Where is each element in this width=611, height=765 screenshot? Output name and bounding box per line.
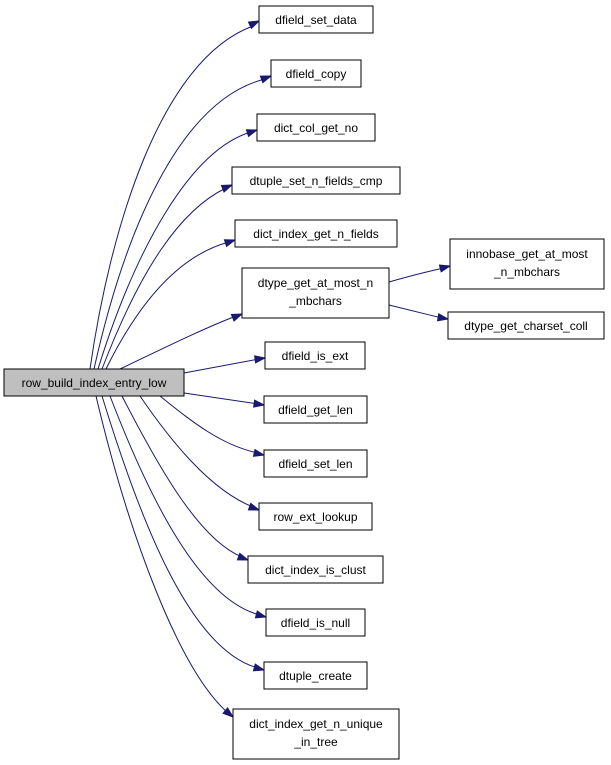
arrowhead bbox=[252, 448, 266, 457]
arrowhead bbox=[259, 75, 273, 84]
edge-root-to-dict-index-get-n-fields bbox=[105, 241, 230, 370]
arrowhead bbox=[236, 552, 250, 561]
node-label-line-2: _n_mbchars bbox=[493, 265, 560, 279]
arrowhead bbox=[247, 502, 261, 511]
node-label: row_ext_lookup bbox=[273, 510, 357, 524]
node-label: dfield_is_null bbox=[281, 616, 350, 630]
arrowhead bbox=[223, 239, 237, 248]
node-label-line-2: _in_tree bbox=[293, 735, 338, 749]
node-row-ext-lookup[interactable]: row_ext_lookup bbox=[258, 502, 373, 531]
edge-root-to-dfield-get-len bbox=[183, 392, 259, 405]
arrowhead bbox=[254, 610, 268, 619]
node-dfield-is-null[interactable]: dfield_is_null bbox=[265, 608, 366, 637]
edge-root-to-dict-col-get-no bbox=[97, 131, 252, 370]
node-dict-index-get-n-fields[interactable]: dict_index_get_n_fields bbox=[234, 219, 398, 248]
node-dfield-is-ext[interactable]: dfield_is_ext bbox=[264, 341, 366, 370]
edge-root-to-dfield-is-null bbox=[109, 395, 261, 616]
arrowhead bbox=[230, 313, 244, 322]
node-label: dict_index_get_n_fields bbox=[253, 227, 378, 241]
node-dfield-set-len[interactable]: dfield_set_len bbox=[263, 449, 368, 478]
arrowhead bbox=[222, 707, 235, 718]
edge-root-to-dict-index-is-clust bbox=[121, 395, 243, 558]
node-dict-col-get-no[interactable]: dict_col_get_no bbox=[256, 113, 376, 142]
node-label: dfield_is_ext bbox=[282, 349, 349, 363]
node-label: dfield_get_len bbox=[278, 403, 353, 417]
node-label: row_build_index_entry_low bbox=[22, 376, 167, 390]
arrowhead bbox=[436, 313, 450, 322]
node-row-build-index-entry-low[interactable]: row_build_index_entry_low bbox=[3, 368, 185, 397]
edge-root-to-row-ext-lookup bbox=[139, 395, 254, 508]
node-label: dfield_set_data bbox=[275, 13, 357, 27]
node-dtuple-set-n-fields-cmp[interactable]: dtuple_set_n_fields_cmp bbox=[231, 166, 401, 195]
edge-root-to-dtuple-create bbox=[101, 395, 259, 669]
node-dict-index-get-n-unique-in-tree[interactable]: dict_index_get_n_unique _in_tree bbox=[232, 708, 400, 760]
node-dict-index-is-clust[interactable]: dict_index_is_clust bbox=[247, 555, 384, 584]
edge-root-to-dtuple-set-n-fields-cmp bbox=[101, 187, 227, 370]
node-dfield-set-data[interactable]: dfield_set_data bbox=[258, 5, 374, 34]
edge-dtype-to-dtype-get-charset-coll bbox=[388, 304, 443, 319]
node-dfield-copy[interactable]: dfield_copy bbox=[270, 59, 362, 88]
edge-root-to-dfield-set-data bbox=[89, 25, 254, 370]
node-label-line-2: _mbchars bbox=[288, 294, 342, 308]
arrowhead bbox=[220, 184, 234, 193]
node-label: dict_index_is_clust bbox=[265, 563, 366, 577]
node-label: dict_col_get_no bbox=[274, 121, 358, 135]
arrowhead bbox=[438, 264, 452, 273]
edge-root-to-dfield-copy bbox=[93, 78, 266, 370]
node-innobase-get-at-most-n-mbchars[interactable]: innobase_get_at_most _n_mbchars bbox=[449, 238, 605, 290]
node-label-line-1: dtype_get_at_most_n bbox=[258, 276, 373, 290]
arrowhead bbox=[254, 355, 267, 364]
node-label: dfield_set_len bbox=[278, 457, 352, 471]
node-dtuple-create[interactable]: dtuple_create bbox=[263, 661, 368, 690]
node-label: dtuple_set_n_fields_cmp bbox=[250, 174, 383, 188]
edge-root-to-dtype-get-at-most-n-mbchars bbox=[119, 315, 237, 370]
node-dtype-get-charset-coll[interactable]: dtype_get_charset_coll bbox=[447, 311, 605, 340]
node-label: dtuple_create bbox=[279, 669, 352, 683]
edge-dtype-to-innobase-get-at-most-n-mbchars bbox=[388, 267, 445, 283]
arrowhead bbox=[247, 20, 261, 30]
arrowhead bbox=[252, 663, 266, 672]
node-label: dtype_get_charset_coll bbox=[464, 319, 587, 333]
node-label: dfield_copy bbox=[286, 67, 347, 81]
arrowhead bbox=[253, 399, 266, 408]
node-dtype-get-at-most-n-mbchars[interactable]: dtype_get_at_most_n _mbchars bbox=[241, 267, 390, 319]
edge-root-to-dfield-set-len bbox=[159, 395, 259, 454]
arrowhead bbox=[245, 129, 259, 138]
node-dfield-get-len[interactable]: dfield_get_len bbox=[263, 395, 368, 424]
edge-root-to-dfield-is-ext bbox=[183, 358, 260, 374]
edge-root-to-dict-index-get-n-unique-in-tree bbox=[95, 395, 228, 713]
node-label-line-1: dict_index_get_n_unique bbox=[249, 717, 383, 731]
node-label-line-1: innobase_get_at_most bbox=[466, 247, 588, 261]
